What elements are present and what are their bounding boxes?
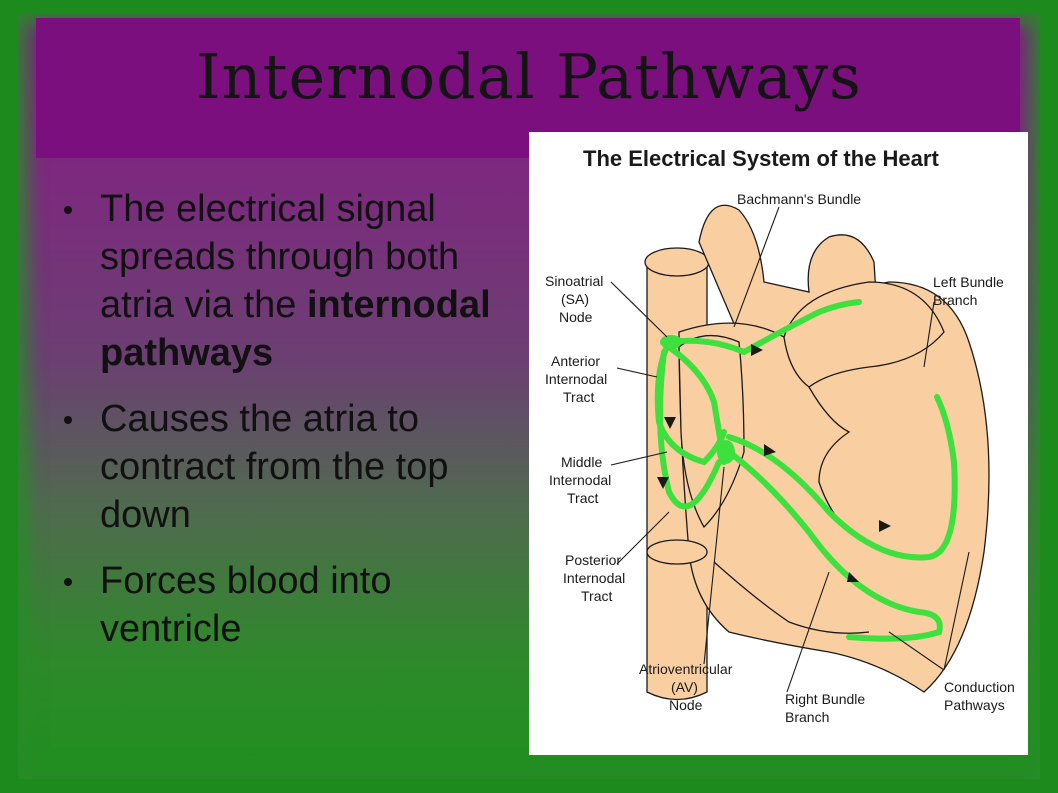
label-rbb-1: Right Bundle xyxy=(785,691,865,707)
posterior-pathway xyxy=(657,349,722,510)
label-lbb-1: Left Bundle xyxy=(933,274,1004,290)
arrow-icon xyxy=(751,344,763,356)
heart-diagram-svg: The Electrical System of the Heart xyxy=(545,146,1015,725)
label-mid-3: Tract xyxy=(567,490,598,506)
cond-leader-1 xyxy=(888,631,945,671)
av-node-shape xyxy=(717,440,735,464)
bullet-dot-icon xyxy=(64,206,72,214)
ivc-bottom xyxy=(646,539,708,565)
label-bachmann: Bachmann's Bundle xyxy=(737,191,861,207)
rbb-leader xyxy=(786,571,830,693)
diagram-title: The Electrical System of the Heart xyxy=(583,146,939,171)
diagram-labels: Bachmann's Bundle Sinoatrial (SA) Node A… xyxy=(545,191,1015,725)
right-atrium-shape xyxy=(678,334,745,529)
label-ant-3: Tract xyxy=(563,389,594,405)
label-lbb-2: Branch xyxy=(933,292,977,308)
label-mid-1: Middle xyxy=(561,454,602,470)
bachmann-leader xyxy=(733,206,780,328)
label-post-1: Posterior xyxy=(565,552,621,568)
label-cond-1: Conduction xyxy=(944,679,1015,695)
flow-arrows xyxy=(657,344,891,582)
arrow-icon xyxy=(664,417,676,429)
arrow-icon xyxy=(657,477,669,489)
bullet-dot-icon xyxy=(64,416,72,424)
label-post-3: Tract xyxy=(581,588,612,604)
bullet-text: Forces blood into ventricle xyxy=(100,560,392,650)
septum-line xyxy=(808,386,851,533)
vena-cava-top xyxy=(644,247,710,277)
bullet-bold-text: internodal pathways xyxy=(100,284,491,374)
cond-leader-2 xyxy=(943,551,970,671)
anterior-leader xyxy=(616,367,658,378)
bachmann-pathway xyxy=(666,299,862,356)
bullet-text: The electrical signal spreads through bo… xyxy=(100,188,460,326)
label-mid-2: Internodal xyxy=(549,472,611,488)
posterior-leader xyxy=(616,511,670,565)
arrow-icon xyxy=(879,520,891,532)
av-leader xyxy=(703,466,725,665)
label-av-3: Node xyxy=(669,697,703,713)
label-post-2: Internodal xyxy=(563,570,625,586)
label-sa-2: (SA) xyxy=(561,291,589,307)
bullet-item: The electrical signal spreads through bo… xyxy=(60,185,520,377)
label-av-2: (AV) xyxy=(671,679,698,695)
left-bundle-pathway xyxy=(726,394,958,561)
right-bundle-pathway xyxy=(726,449,943,642)
bullet-item: Forces blood into ventricle xyxy=(60,557,520,653)
label-av-1: Atrioventricular xyxy=(639,661,733,677)
bullet-dot-icon xyxy=(64,578,72,586)
bullet-item: Causes the atria to contract from the to… xyxy=(60,395,520,539)
arrow-icon xyxy=(764,444,776,456)
leader-lines xyxy=(610,206,970,693)
middle-leader xyxy=(610,451,668,466)
sa-leader xyxy=(610,281,668,338)
label-sa-1: Sinoatrial xyxy=(545,273,603,289)
sa-node-shape xyxy=(660,335,682,349)
label-ant-2: Internodal xyxy=(545,371,607,387)
label-rbb-2: Branch xyxy=(785,709,829,725)
lbb-leader xyxy=(923,301,935,368)
label-sa-3: Node xyxy=(559,309,593,325)
arrow-icon xyxy=(847,572,859,582)
label-cond-2: Pathways xyxy=(944,697,1005,713)
heart-diagram: The Electrical System of the Heart xyxy=(529,132,1028,755)
bullet-text: Causes the atria to contract from the to… xyxy=(100,398,449,536)
bullet-list: The electrical signal spreads through bo… xyxy=(60,185,520,671)
slide-title: Internodal Pathways xyxy=(196,40,862,113)
ventricle-line xyxy=(713,561,870,634)
label-ant-1: Anterior xyxy=(551,353,600,369)
